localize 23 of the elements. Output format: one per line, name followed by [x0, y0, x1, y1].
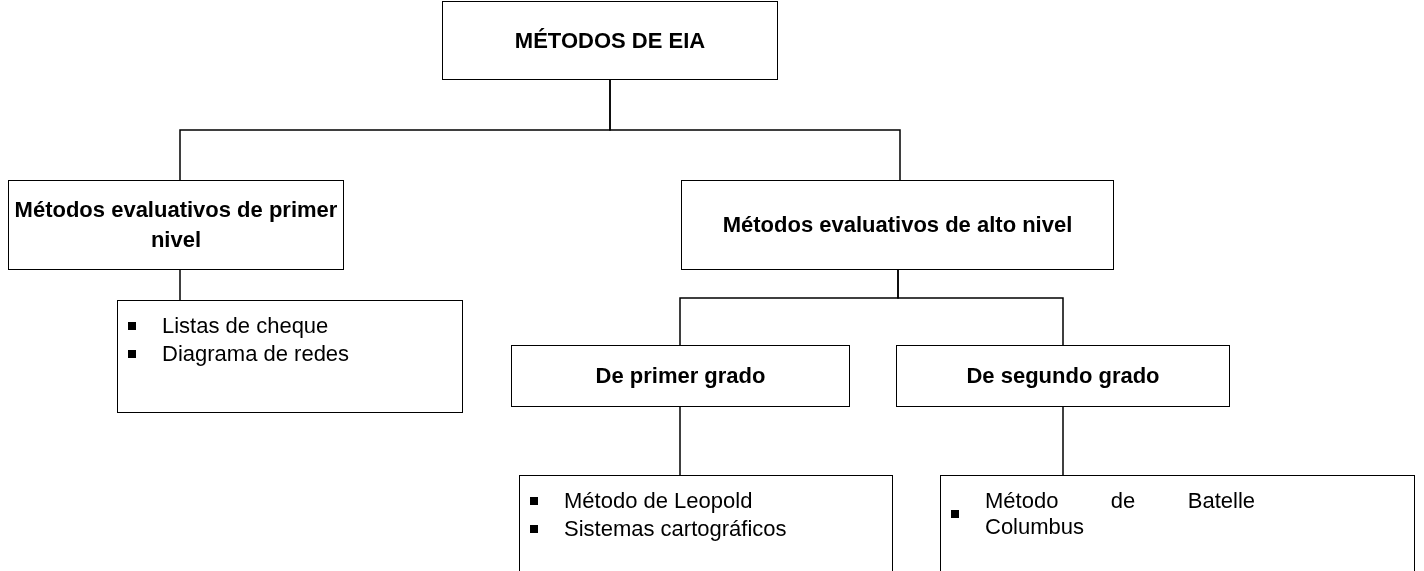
list-box	[519, 475, 893, 571]
heading-text: Métodos evaluativos de primer nivel	[13, 196, 339, 254]
connector-line	[679, 406, 681, 476]
list-box	[940, 475, 1415, 571]
connector-line	[897, 269, 1064, 346]
list-item-text: Listas de cheque	[162, 313, 329, 339]
category-box	[896, 345, 1230, 407]
list-item-text: Método de Leopold	[564, 488, 753, 514]
connector-line	[609, 79, 901, 181]
list-item-text: Sistemas cartográficos	[564, 516, 787, 542]
list-box	[117, 300, 463, 413]
list-item-text: Método de Batelle Columbus	[985, 488, 1255, 541]
category-box	[681, 180, 1114, 270]
category-box	[442, 1, 778, 80]
list-item-text: Diagrama de redes	[162, 341, 350, 367]
category-box	[8, 180, 344, 270]
connector-line	[179, 269, 181, 301]
heading-text: De segundo grado	[966, 362, 1160, 391]
heading-text: MÉTODOS DE EIA	[514, 26, 706, 55]
category-box	[511, 345, 850, 407]
connector-line	[1062, 406, 1064, 476]
heading-text: De primer grado	[595, 362, 766, 391]
heading-text: Métodos evaluativos de alto nivel	[722, 211, 1073, 240]
